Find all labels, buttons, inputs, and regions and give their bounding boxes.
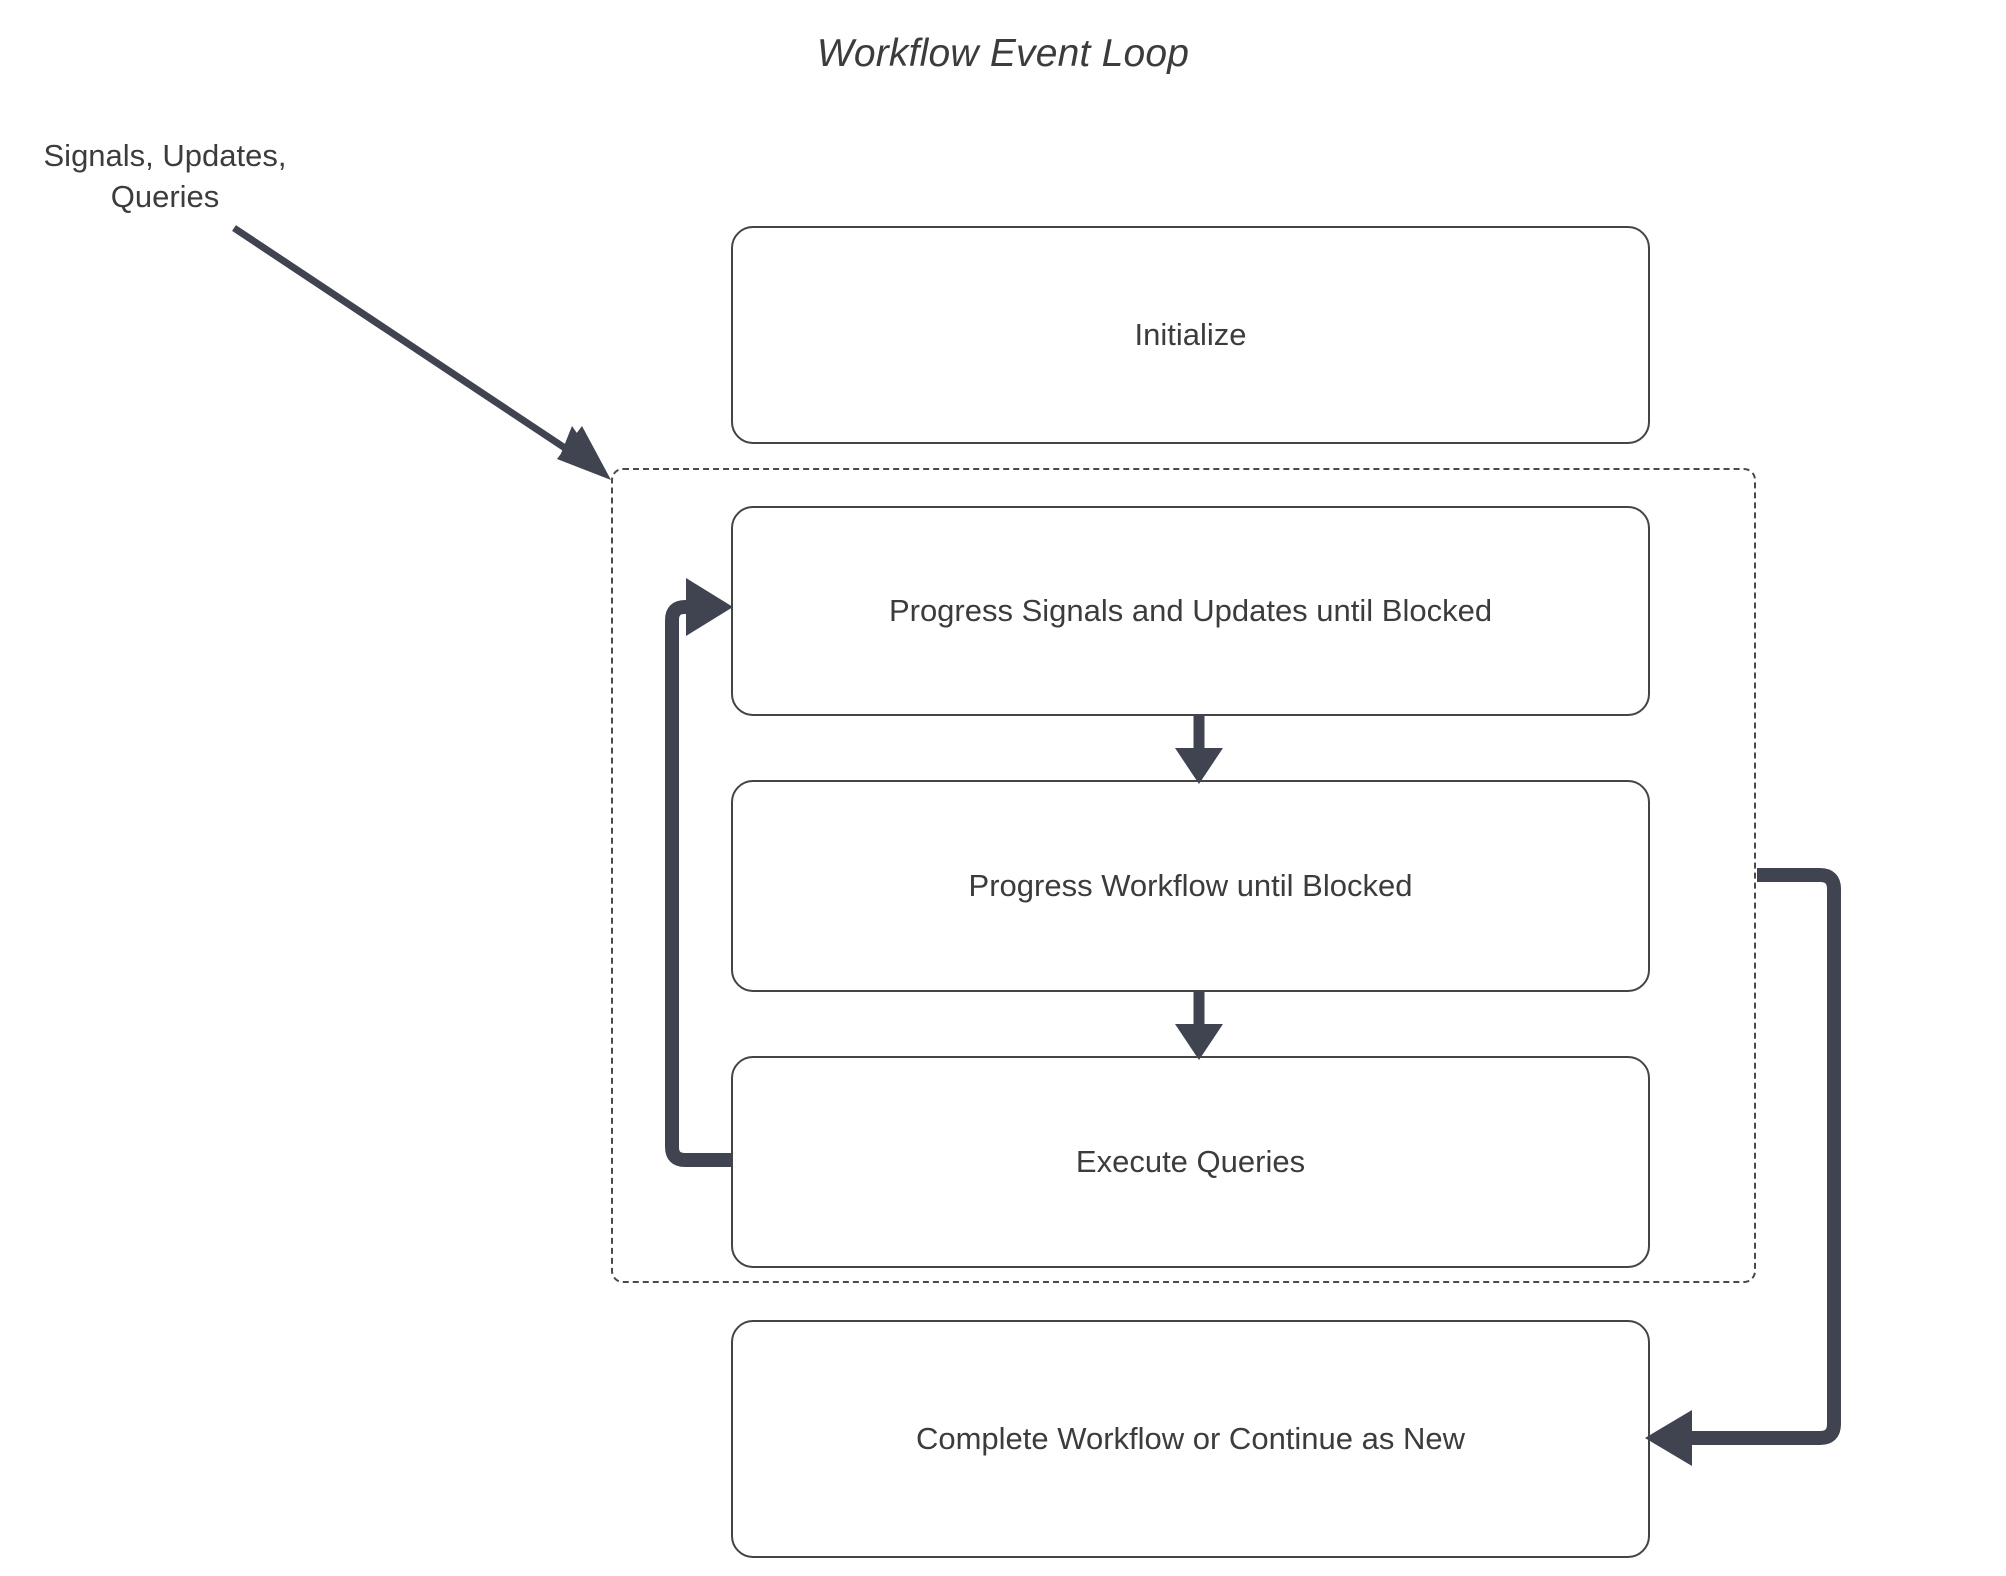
edge-input-to-loop-icon	[232, 225, 611, 480]
page-title: Workflow Event Loop	[816, 32, 1190, 75]
node-execute-queries[interactable]: Execute Queries	[731, 1056, 1650, 1268]
node-progress-signals-updates[interactable]: Progress Signals and Updates until Block…	[731, 506, 1650, 716]
external-input-label: Signals, Updates, Queries	[20, 135, 310, 217]
node-complete-workflow[interactable]: Complete Workflow or Continue as New	[731, 1320, 1650, 1558]
node-progress-workflow[interactable]: Progress Workflow until Blocked	[731, 780, 1650, 992]
external-input-label-line2: Queries	[110, 179, 220, 215]
node-initialize[interactable]: Initialize	[731, 226, 1650, 444]
external-input-label-line1: Signals, Updates,	[43, 138, 287, 173]
